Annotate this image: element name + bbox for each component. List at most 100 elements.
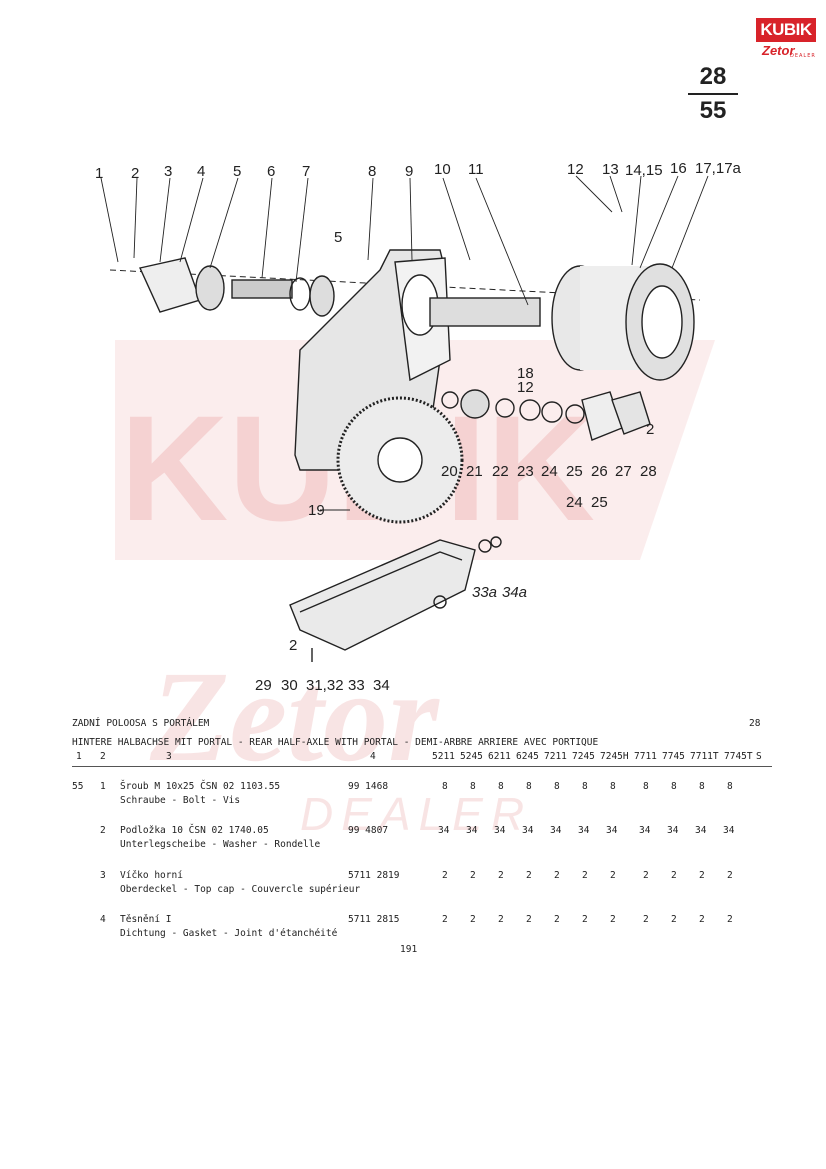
callout-21: 21 — [466, 463, 483, 480]
row-qty: 34 — [578, 825, 590, 836]
row-qty: 34 — [695, 825, 707, 836]
logo-sub: Zetor — [762, 43, 795, 58]
model-header: 5211 — [432, 751, 455, 762]
model-header: 7211 — [544, 751, 567, 762]
row-qty: 2 — [442, 914, 448, 925]
row-qty: 34 — [606, 825, 618, 836]
row-qty: 34 — [550, 825, 562, 836]
callout-8: 8 — [368, 163, 376, 180]
parts-subtitle: HINTERE HALBACHSE MIT PORTAL - REAR HALF… — [72, 737, 599, 748]
model-header: 7245H — [600, 751, 629, 762]
row-name-trans: Unterlegscheibe - Washer - Rondelle — [120, 839, 321, 850]
row-qty: 2 — [610, 870, 616, 881]
model-header: 7745 — [662, 751, 685, 762]
callout-31-32: 31,32 — [306, 677, 344, 694]
model-header: 7711T — [690, 751, 719, 762]
row-qty: 8 — [498, 781, 504, 792]
figure-num: 28 — [699, 63, 727, 90]
callout-33: 33 — [348, 677, 365, 694]
row-qty: 2 — [699, 870, 705, 881]
callout-11: 11 — [468, 161, 484, 178]
row-part-no: 99 1468 — [348, 781, 389, 792]
col-index-2: 2 — [100, 751, 106, 762]
callout-6: 6 — [267, 163, 275, 180]
callout-18: 18 — [517, 365, 534, 382]
callout-4: 4 — [197, 163, 205, 180]
callout-2b: 2 — [646, 421, 654, 438]
callout-25: 25 — [566, 463, 583, 480]
callout-27: 27 — [615, 463, 632, 480]
logo-brand: KUBIK — [756, 18, 816, 42]
row-qty: 2 — [671, 914, 677, 925]
row-qty: 2 — [699, 914, 705, 925]
callout-7: 7 — [302, 163, 310, 180]
callout-25b: 25 — [591, 494, 608, 511]
row-name-trans: Oberdeckel - Top cap - Couvercle supérie… — [120, 884, 361, 895]
callout-29: 29 — [255, 677, 272, 694]
logo-dealer: DEALER — [790, 53, 816, 59]
callout-22: 22 — [492, 463, 509, 480]
row-qty: 8 — [470, 781, 476, 792]
header-rule — [72, 766, 772, 767]
row-qty: 2 — [498, 870, 504, 881]
row-qty: 2 — [727, 914, 733, 925]
row-name-cz: Podložka 10 ČSN 02 1740.05 — [120, 825, 269, 836]
model-suffix: S — [756, 751, 762, 762]
row-part-no: 99 4807 — [348, 825, 389, 836]
row-qty: 34 — [494, 825, 506, 836]
callout-14-15: 14,15 — [625, 162, 663, 179]
callout-20: 20 — [441, 463, 458, 480]
row-qty: 2 — [470, 914, 476, 925]
callout-2c: 2 — [289, 637, 297, 654]
row-qty: 2 — [643, 914, 649, 925]
row-qty: 2 — [526, 914, 532, 925]
row-qty: 8 — [643, 781, 649, 792]
col-index-4: 4 — [370, 751, 376, 762]
row-qty: 8 — [442, 781, 448, 792]
row-qty: 34 — [639, 825, 651, 836]
row-qty: 2 — [671, 870, 677, 881]
row-part-no: 5711 2815 — [348, 914, 400, 925]
row-qty: 8 — [554, 781, 560, 792]
row-name-trans: Schraube - Bolt - Vis — [120, 795, 241, 806]
callout-5b: 5 — [334, 229, 342, 246]
callout-34a: 34a — [502, 584, 527, 601]
row-qty: 2 — [610, 914, 616, 925]
callout-24: 24 — [541, 463, 558, 480]
callout-leaders — [100, 175, 709, 511]
figure-total: 55 — [699, 97, 727, 124]
row-pos: 2 — [100, 825, 106, 836]
row-qty: 34 — [438, 825, 450, 836]
row-qty: 8 — [610, 781, 616, 792]
col-index-1: 1 — [76, 751, 82, 762]
row-qty: 2 — [442, 870, 448, 881]
row-qty: 34 — [667, 825, 679, 836]
diagram-drawing — [109, 249, 701, 662]
callout-28: 28 — [640, 463, 657, 480]
callout-24b: 24 — [566, 494, 583, 511]
figure-number: 28 55 — [688, 64, 738, 124]
callout-5: 5 — [233, 163, 241, 180]
callout-9: 9 — [405, 163, 413, 180]
callout-30: 30 — [281, 677, 298, 694]
row-pos: 3 — [100, 870, 106, 881]
row-qty: 2 — [498, 914, 504, 925]
callout-34: 34 — [373, 677, 390, 694]
model-header: 6211 — [488, 751, 511, 762]
callout-23: 23 — [517, 463, 534, 480]
row-qty: 2 — [582, 914, 588, 925]
exploded-diagram: 1 2 3 4 5 6 7 8 9 10 11 12 13 14,15 16 1… — [95, 160, 742, 694]
callout-1: 1 — [95, 165, 103, 182]
callout-10: 10 — [434, 161, 451, 178]
callout-12b: 12 — [517, 379, 534, 396]
callout-2: 2 — [131, 165, 139, 182]
row-qty: 34 — [466, 825, 478, 836]
row-qty: 2 — [554, 914, 560, 925]
model-header: 7745T — [724, 751, 753, 762]
callout-3: 3 — [164, 163, 172, 180]
callout-12: 12 — [567, 161, 584, 178]
page-number: 191 — [400, 944, 418, 955]
group-number: 55 — [72, 781, 84, 792]
row-qty: 8 — [582, 781, 588, 792]
kubik-zetor-logo: KUBIK Zetor DEALER — [756, 18, 816, 60]
